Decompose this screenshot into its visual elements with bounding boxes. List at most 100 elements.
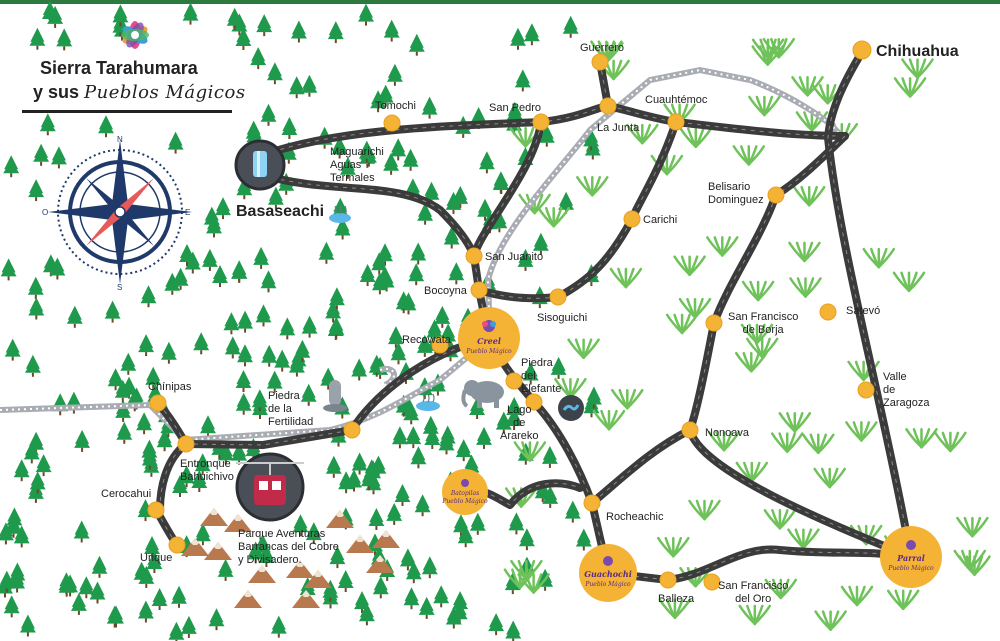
tree-icon [237, 344, 253, 367]
batopilas-badge[interactable]: Batopilas Pueblo Mágico [441, 469, 488, 515]
town-marker-nonoava[interactable] [681, 421, 699, 439]
label-urique[interactable]: Urique [140, 552, 173, 564]
town-marker-san-pedro[interactable] [532, 113, 550, 131]
town-marker-la-junta[interactable] [599, 97, 617, 115]
tree-icon [274, 349, 291, 372]
town-marker-san-francisco-borja[interactable] [705, 314, 723, 332]
label-piedra-fertilidad[interactable]: Piedra de la Fertilidad [268, 390, 314, 428]
label-entronque[interactable]: Entronque Bahuichivo [180, 458, 234, 483]
town-marker-carichi[interactable] [623, 210, 641, 228]
top-border [0, 0, 1000, 4]
tree-icon [193, 332, 210, 355]
tree-icon [575, 528, 592, 551]
tree-icon [478, 151, 495, 174]
tree-icon [116, 421, 133, 444]
label-san-juanito[interactable]: San Juanito [485, 251, 544, 263]
tree-icon [383, 19, 400, 42]
agave-icon [788, 241, 821, 263]
town-marker-balleza[interactable] [659, 571, 677, 589]
town-marker-sisoguichi[interactable] [549, 288, 567, 306]
town-marker-san-francisco-oro[interactable] [703, 573, 721, 591]
label-chihuahua[interactable]: Chihuahua [876, 43, 959, 60]
creel-badge[interactable]: Creel Pueblo Mágico [458, 307, 520, 369]
tree-icon [328, 316, 345, 339]
tree-icon [434, 305, 451, 328]
agave-icon [576, 176, 609, 197]
town-marker-piedra-fertilidad[interactable] [343, 421, 361, 439]
label-maguarichi[interactable]: Maguarichi Aguas Termales [330, 146, 384, 184]
tree-icon [410, 242, 427, 265]
tree-icon [180, 615, 197, 638]
label-valle-zaragoza[interactable]: Valle de Zaragoza [883, 371, 930, 409]
label-chinipas[interactable]: Chínipas [148, 381, 192, 393]
tree-icon [433, 585, 450, 608]
tree-icon [160, 341, 177, 364]
label-san-francisco-borja[interactable]: San Francisco de Borja [728, 311, 799, 336]
label-piedra-elefante[interactable]: Piedra del Elefante [521, 357, 562, 395]
label-recowata[interactable]: Recowata [402, 334, 451, 346]
tree-icon [215, 197, 231, 220]
town-marker-cerocahui[interactable] [147, 501, 165, 519]
label-parque[interactable]: Parque Aventuras Barrancas del Cobre y D… [238, 528, 339, 566]
tree-icon [455, 439, 472, 462]
label-belisario[interactable]: Belisario Dominguez [708, 181, 764, 206]
town-marker-piedra-elefante[interactable] [505, 372, 523, 390]
label-nonoava[interactable]: Nonoava [705, 427, 750, 439]
town-marker-rocheachic[interactable] [583, 494, 601, 512]
agave-icon [763, 509, 797, 530]
tree-icon [140, 285, 157, 308]
tree-icon [517, 248, 534, 271]
label-bocoyna[interactable]: Bocoyna [424, 285, 467, 297]
town-marker-lago-arareko[interactable] [525, 393, 543, 411]
town-marker-san-juanito[interactable] [465, 247, 483, 265]
tree-icon [281, 117, 298, 139]
label-lago-arareko[interactable]: Lago de Arareko [500, 404, 539, 442]
tree-icon [89, 581, 106, 604]
tree-icon [550, 356, 567, 379]
elephant-rock-icon [461, 380, 504, 408]
town-marker-belisario[interactable] [767, 186, 785, 204]
label-san-francisco-oro[interactable]: San Francisco del Oro [718, 580, 789, 605]
town-markers-layer [147, 40, 875, 591]
tree-icon [372, 576, 389, 599]
label-balleza[interactable]: Balleza [658, 593, 695, 605]
lake-icon [558, 395, 584, 421]
label-cuauhtemoc[interactable]: Cuauhtémoc [645, 94, 708, 106]
town-marker-guerrero[interactable] [591, 53, 609, 71]
tree-icon [266, 62, 283, 85]
label-tomochi[interactable]: Tomochi [375, 100, 416, 112]
tree-icon [331, 136, 348, 159]
guachochi-badge[interactable]: Guachochi Pueblo Mágico [579, 544, 637, 602]
agave-icon [706, 236, 739, 257]
town-marker-chinipas[interactable] [149, 394, 167, 412]
town-marker-bocoyna[interactable] [470, 281, 488, 299]
label-sisoguichi[interactable]: Sisoguichi [537, 312, 588, 324]
label-carichi[interactable]: Carichi [643, 214, 678, 226]
town-marker-entronque[interactable] [177, 435, 195, 453]
map-title-line1: Sierra Tarahumara [40, 58, 198, 78]
town-marker-cuauhtemoc[interactable] [667, 113, 685, 131]
town-marker-satevo[interactable] [819, 303, 837, 321]
railway-layer [0, 66, 843, 444]
parral-badge[interactable]: Parral Pueblo Mágico [880, 526, 942, 588]
town-marker-urique[interactable] [168, 536, 186, 554]
mountain-icon [248, 565, 276, 583]
tree-icon [151, 588, 168, 610]
tree-icon [300, 383, 317, 406]
tree-icon [206, 215, 222, 238]
tree-icon [235, 370, 252, 392]
tree-icon [13, 459, 30, 482]
road [686, 191, 915, 561]
label-satevo[interactable]: Satevó [846, 305, 881, 317]
town-marker-tomochi[interactable] [383, 114, 401, 132]
label-guerrero[interactable]: Guerrero [580, 42, 625, 54]
town-marker-recowata[interactable] [431, 336, 449, 354]
town-marker-chihuahua[interactable] [852, 40, 872, 60]
label-la-junta[interactable]: La Junta [597, 122, 640, 134]
label-basaseachi[interactable]: Basaseachi [236, 203, 325, 220]
label-cerocahui[interactable]: Cerocahui [101, 488, 152, 500]
town-marker-valle-zaragoza[interactable] [857, 381, 875, 399]
label-rocheachic[interactable]: Rocheachic [606, 511, 664, 523]
label-san-pedro[interactable]: San Pedro [489, 102, 541, 114]
agave-icon [813, 467, 846, 489]
